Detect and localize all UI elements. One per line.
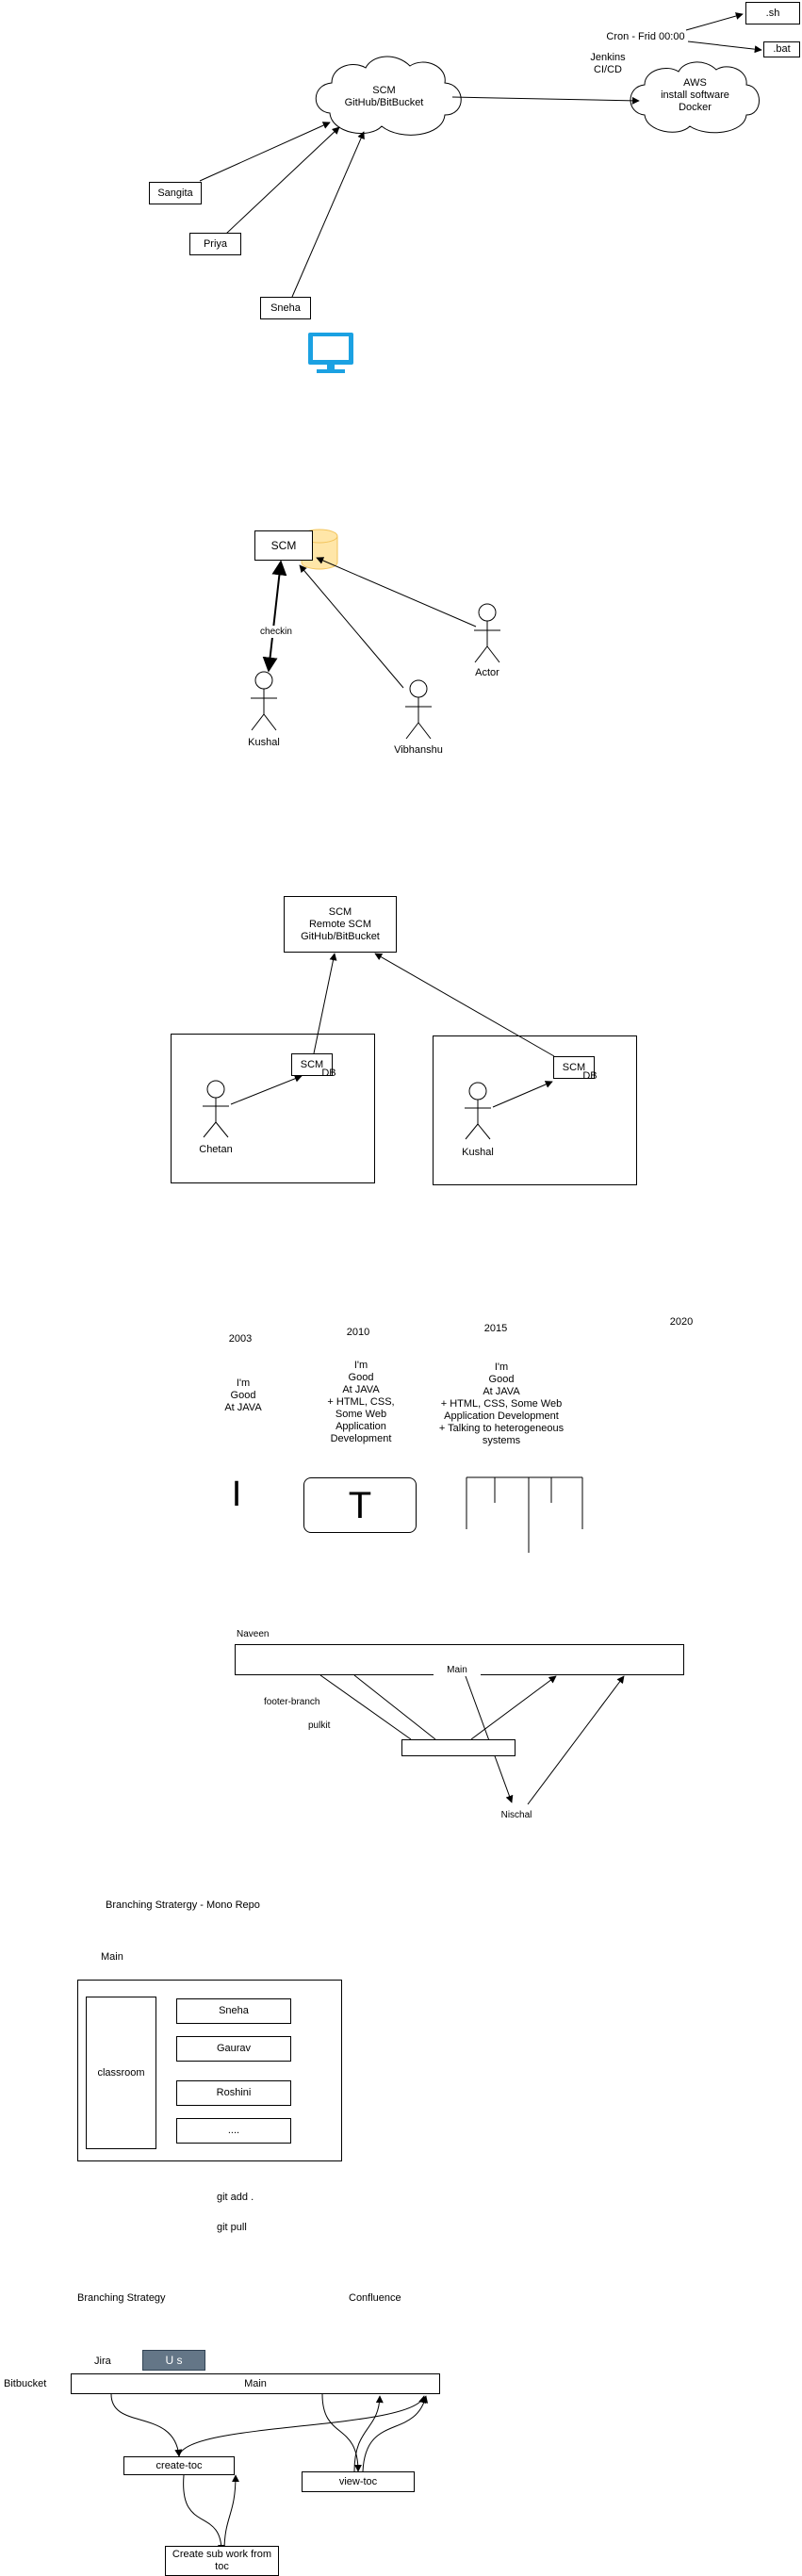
checkin-arrow — [262, 560, 287, 673]
confluence-label: Confluence — [349, 2292, 401, 2304]
classroom-box[interactable]: classroom — [86, 1997, 156, 2149]
local1-to-remote-arrow — [313, 953, 337, 1054]
checkin-label: checkin — [253, 626, 300, 638]
priya-box[interactable]: Priya — [189, 233, 241, 255]
actor-kushal-label: Kushal — [248, 737, 280, 748]
cron-to-sh-arrow — [685, 12, 744, 31]
remote-scm-box[interactable]: SCM Remote SCM GitHub/BitBucket — [284, 896, 397, 953]
git-pull-label: git pull — [217, 2222, 247, 2233]
skill-2003: I'm Good At JAVA — [224, 1378, 262, 1413]
naveen-label: Naveen — [237, 1629, 270, 1639]
scm-cloud-shape — [315, 56, 462, 136]
pulkit-branch-box[interactable] — [401, 1739, 516, 1756]
vibhanshu-arrow — [299, 564, 404, 689]
bitbucket-label: Bitbucket — [4, 2378, 47, 2389]
actor-vibhanshu-label: Vibhanshu — [394, 744, 443, 756]
actor-chetan-icon — [203, 1080, 229, 1138]
chetan-to-scm-arrow — [230, 1074, 303, 1105]
main-to-pulkit-line-1 — [319, 1674, 412, 1740]
t-shaped-box: T — [303, 1477, 417, 1533]
year-2015: 2015 — [483, 1323, 508, 1334]
mono-repo-title: Branching Stratergy - Mono Repo — [106, 1899, 260, 1911]
mono-repo-main-label: Main — [101, 1951, 123, 1963]
member-more-box[interactable]: .... — [176, 2118, 291, 2144]
main-to-pulkit-line-2 — [353, 1674, 436, 1740]
footer-branch-label: footer-branch — [264, 1697, 320, 1707]
i-shaped-letter: I — [231, 1475, 242, 1514]
scm-to-aws-arrow — [451, 96, 640, 105]
actor-kushal-2-icon — [465, 1082, 491, 1140]
sneha-arrow — [291, 131, 365, 298]
main-branch-label: Main — [434, 1664, 481, 1676]
actor-chetan-label: Chetan — [199, 1144, 233, 1155]
view-toc-to-main-curve-2 — [362, 2395, 429, 2472]
kushal-machine-frame — [433, 1035, 637, 1185]
aws-cloud-shape — [630, 61, 760, 134]
local2-to-remote-arrow — [374, 953, 555, 1057]
nischal-label: Nischal — [500, 1810, 532, 1820]
git-add-label: git add . — [217, 2192, 254, 2203]
sangita-box[interactable]: Sangita — [149, 182, 202, 204]
view-toc-to-main-curve-1 — [353, 2395, 384, 2472]
monitor-icon — [308, 333, 353, 373]
year-2010: 2010 — [346, 1327, 370, 1338]
cron-label: Cron - Frid 00:00 — [606, 31, 685, 42]
db-label-1: DB — [321, 1068, 336, 1079]
sh-file-box[interactable]: .sh — [745, 2, 800, 24]
skill-2010: I'm Good At JAVA + HTML, CSS, Some Web A… — [327, 1360, 395, 1444]
nischal-to-main-arrow — [527, 1675, 625, 1805]
actor-arrow — [316, 557, 477, 628]
scm-box[interactable]: SCM — [254, 530, 313, 561]
cron-to-bat-arrow — [687, 41, 762, 54]
local-scm-box-2[interactable]: SCM — [553, 1056, 595, 1079]
jenkins-label: Jenkins CI/CD — [590, 52, 626, 75]
kushal-to-scm-arrow — [492, 1081, 553, 1108]
user-story-badge[interactable]: U s — [142, 2350, 205, 2371]
mono-repo-frame — [77, 1980, 342, 2161]
local-scm-box-1[interactable]: SCM — [291, 1053, 333, 1076]
create-toc-box[interactable]: create-toc — [123, 2456, 235, 2475]
subwork-to-create-toc-curve — [223, 2474, 239, 2552]
pulkit-to-main-arrow — [470, 1675, 557, 1740]
member-roshini-box[interactable]: Roshini — [176, 2080, 291, 2106]
chetan-machine-frame — [171, 1034, 375, 1183]
create-toc-to-main-curve — [178, 2395, 426, 2457]
main-to-create-toc-curve — [110, 2393, 183, 2457]
member-sneha-box[interactable]: Sneha — [176, 1998, 291, 2024]
branching-strategy-label: Branching Strategy — [77, 2292, 166, 2304]
actor-vibhanshu-icon — [405, 679, 432, 740]
actor-generic-icon — [474, 603, 500, 663]
actor-generic-label: Actor — [475, 667, 499, 678]
scm-cloud-label: SCM GitHub/BitBucket — [344, 85, 424, 108]
sangita-arrow — [199, 122, 331, 182]
aws-cloud-label: AWS install software Docker — [661, 77, 729, 113]
actor-kushal-2-label: Kushal — [462, 1147, 494, 1158]
sub-work-box[interactable]: Create sub work from toc — [165, 2546, 279, 2576]
bat-file-box[interactable]: .bat — [763, 41, 800, 57]
main-to-view-toc-curve — [321, 2393, 362, 2472]
pi-shape — [466, 1476, 583, 1553]
pulkit-label: pulkit — [308, 1720, 331, 1731]
member-gaurav-box[interactable]: Gaurav — [176, 2036, 291, 2062]
jira-label: Jira — [94, 2356, 111, 2367]
main-branch-box[interactable]: Main — [71, 2373, 440, 2394]
sneha-box[interactable]: Sneha — [260, 297, 311, 319]
skill-2015: I'm Good At JAVA + HTML, CSS, Some Web A… — [438, 1361, 565, 1446]
priya-arrow — [225, 126, 340, 235]
db-label-2: DB — [582, 1070, 597, 1082]
year-2020: 2020 — [669, 1316, 694, 1328]
view-toc-box[interactable]: view-toc — [302, 2471, 415, 2492]
create-toc-to-subwork-curve — [183, 2474, 225, 2552]
actor-kushal-icon — [251, 671, 277, 731]
year-2003: 2003 — [228, 1333, 253, 1345]
